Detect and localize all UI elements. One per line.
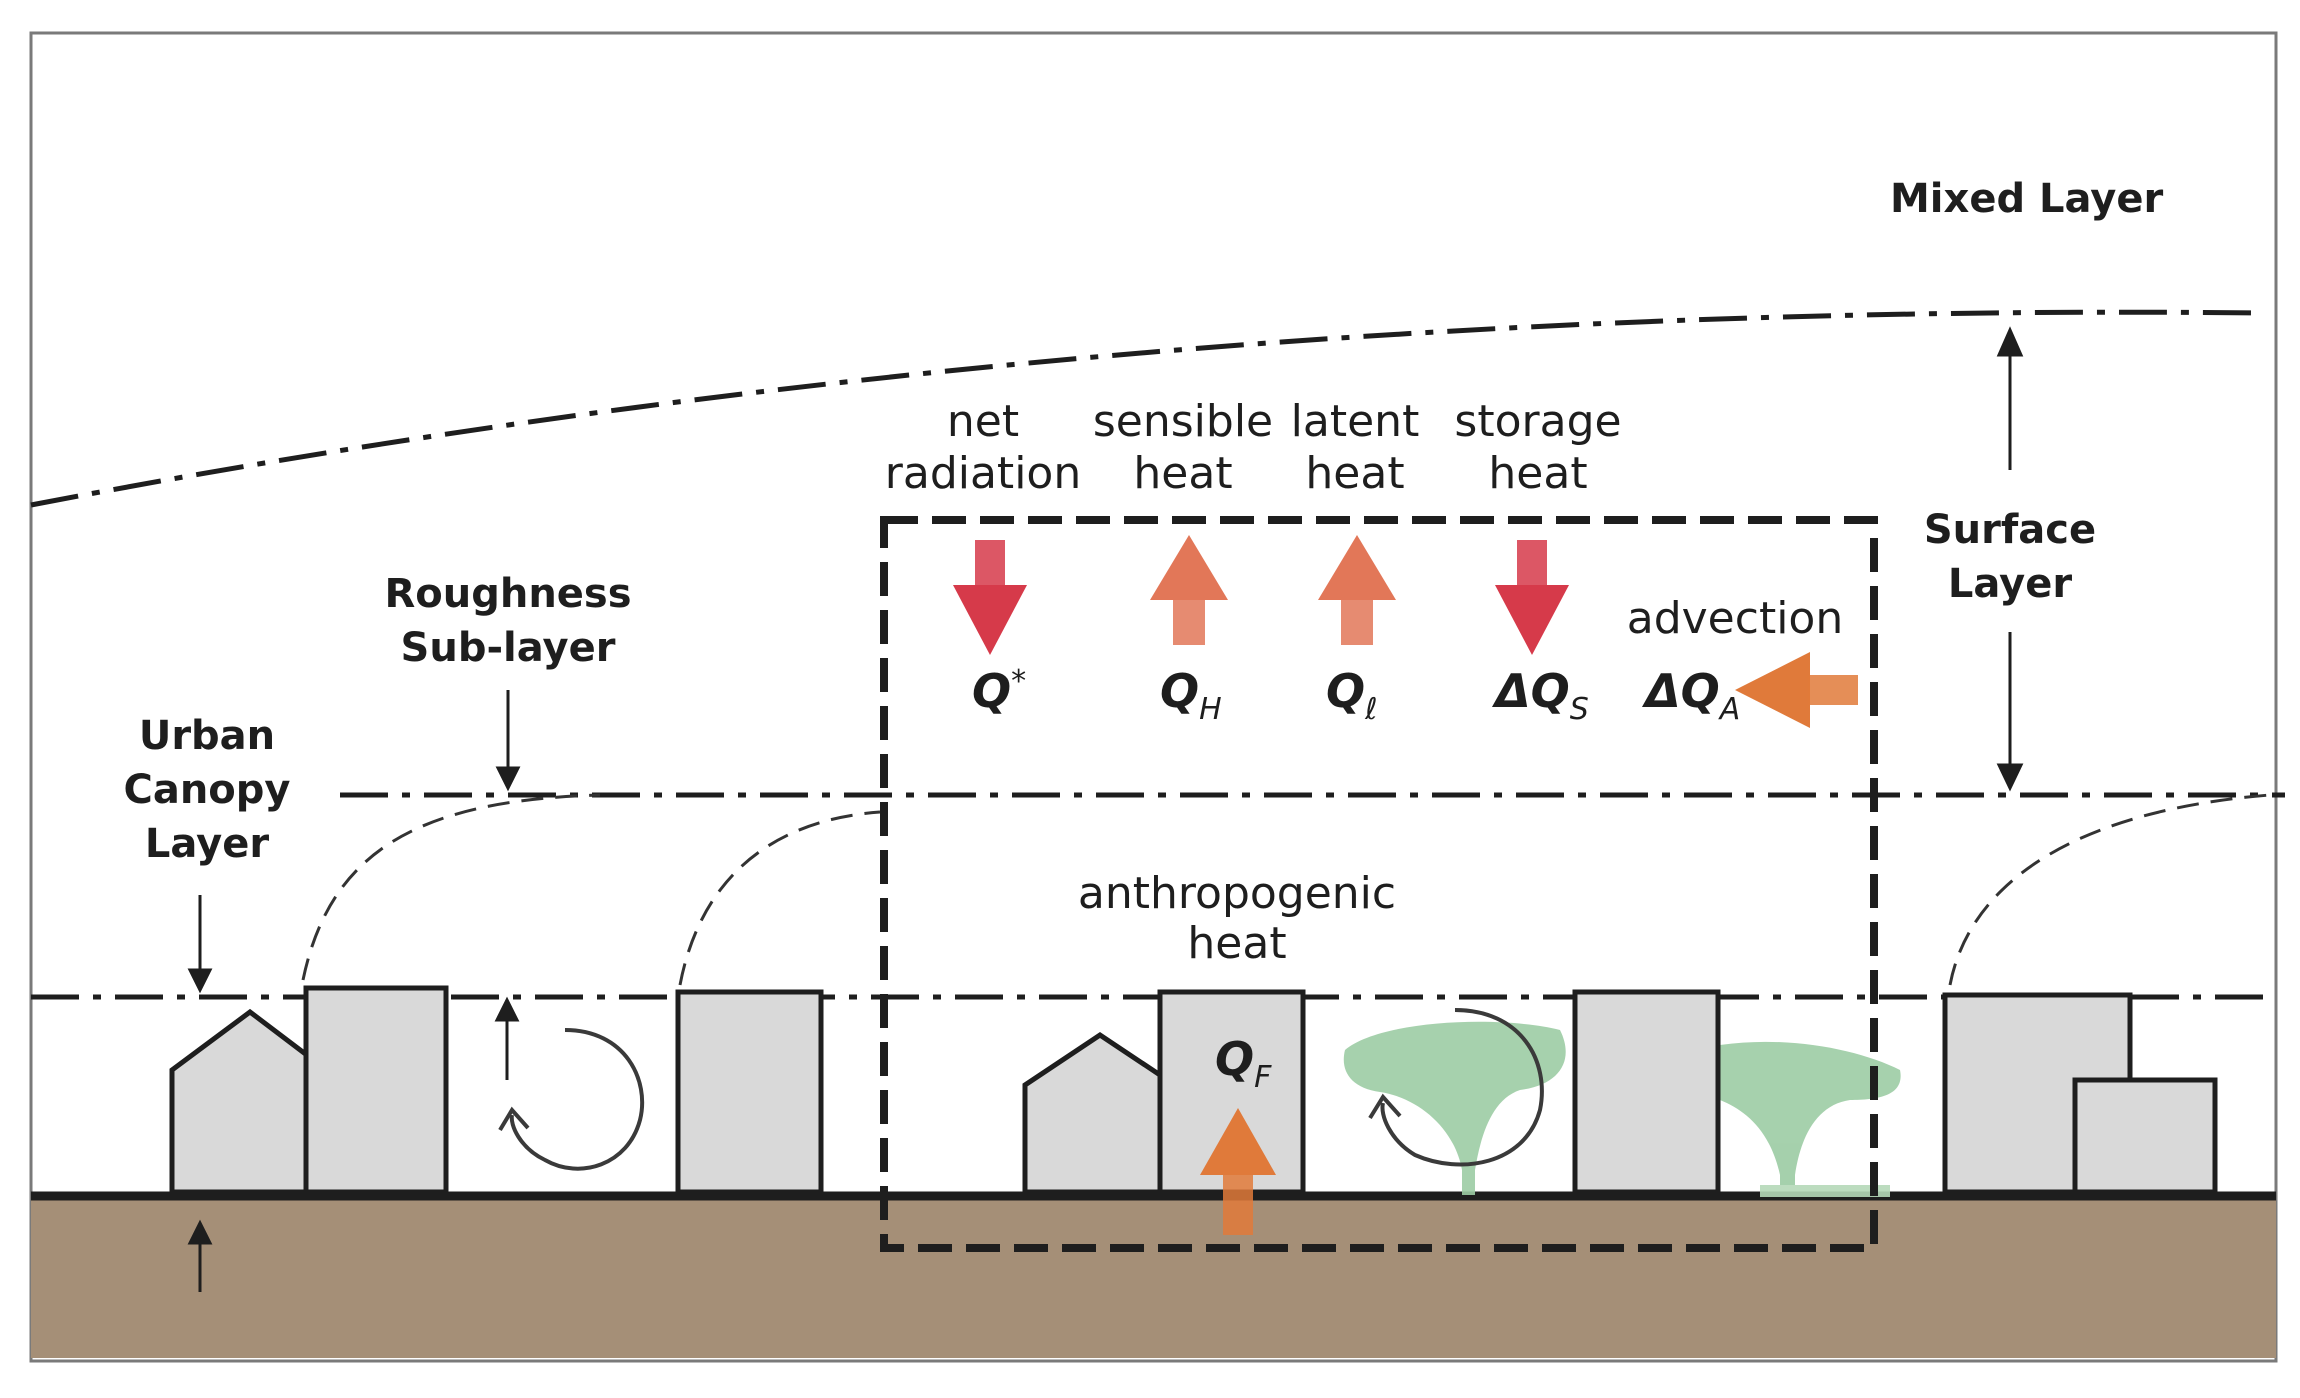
net-radiation-symbol: Q* xyxy=(972,664,1026,718)
sensible-heat-symbol: QH xyxy=(1160,664,1222,727)
tower-right xyxy=(1572,989,1721,1195)
latent-heat-symbol: Qℓ xyxy=(1326,664,1378,727)
net-radiation-label-line1: net xyxy=(947,396,1019,447)
tree-right xyxy=(1720,1041,1901,1197)
sensible-heat-arrow xyxy=(1150,535,1228,645)
storage-heat-arrow xyxy=(1495,540,1569,655)
house-center xyxy=(1022,1031,1178,1195)
tower-left xyxy=(303,985,449,1195)
height-arrows xyxy=(187,326,2024,1292)
net-radiation-label-line2: radiation xyxy=(885,448,1081,499)
canopy-label-line3: Layer xyxy=(145,821,269,867)
anthropogenic-heat-arrow xyxy=(1200,1108,1276,1235)
latent-heat-label-line1: latent xyxy=(1291,396,1420,447)
anthropogenic-label-line2: heat xyxy=(1187,918,1286,969)
net-radiation-arrow xyxy=(953,540,1027,655)
buildings xyxy=(169,985,2218,1195)
tower-center-left xyxy=(675,989,824,1195)
mixed-layer-boundary xyxy=(30,309,2263,508)
block-far-right xyxy=(2072,1077,2218,1195)
sensible-heat-label-line1: sensible xyxy=(1093,396,1273,447)
roughness-label-line2: Sub-layer xyxy=(401,625,616,671)
storage-heat-label-line2: heat xyxy=(1488,448,1587,499)
storage-heat-label-line1: storage xyxy=(1454,396,1621,447)
eddy-left xyxy=(498,1028,645,1171)
canopy-label-line1: Urban xyxy=(139,713,275,759)
anthropogenic-label-line1: anthropogenic xyxy=(1078,868,1396,919)
mixed-layer-label: Mixed Layer xyxy=(1890,176,2163,222)
storage-heat-symbol: ΔQS xyxy=(1491,664,1589,727)
ground xyxy=(31,1196,2276,1358)
advection-symbol: ΔQA xyxy=(1641,664,1740,727)
latent-heat-label-line2: heat xyxy=(1305,448,1404,499)
surface-layer-label-line1: Surface xyxy=(1924,507,2096,553)
wake-curves xyxy=(301,793,2271,986)
roughness-label-line1: Roughness xyxy=(384,571,631,617)
advection-label: advection xyxy=(1627,593,1843,644)
sensible-heat-label-line2: heat xyxy=(1133,448,1232,499)
advection-arrow xyxy=(1735,652,1858,728)
control-volume-box xyxy=(880,516,1878,1252)
canopy-label-line2: Canopy xyxy=(123,767,290,813)
surface-layer-label-line2: Layer xyxy=(1948,561,2072,607)
tree-left xyxy=(1343,1021,1566,1195)
house-left xyxy=(169,1008,323,1195)
anthropogenic-symbol: QF xyxy=(1215,1032,1272,1095)
latent-heat-arrow xyxy=(1318,535,1396,645)
eddy-center xyxy=(1368,1008,1544,1167)
